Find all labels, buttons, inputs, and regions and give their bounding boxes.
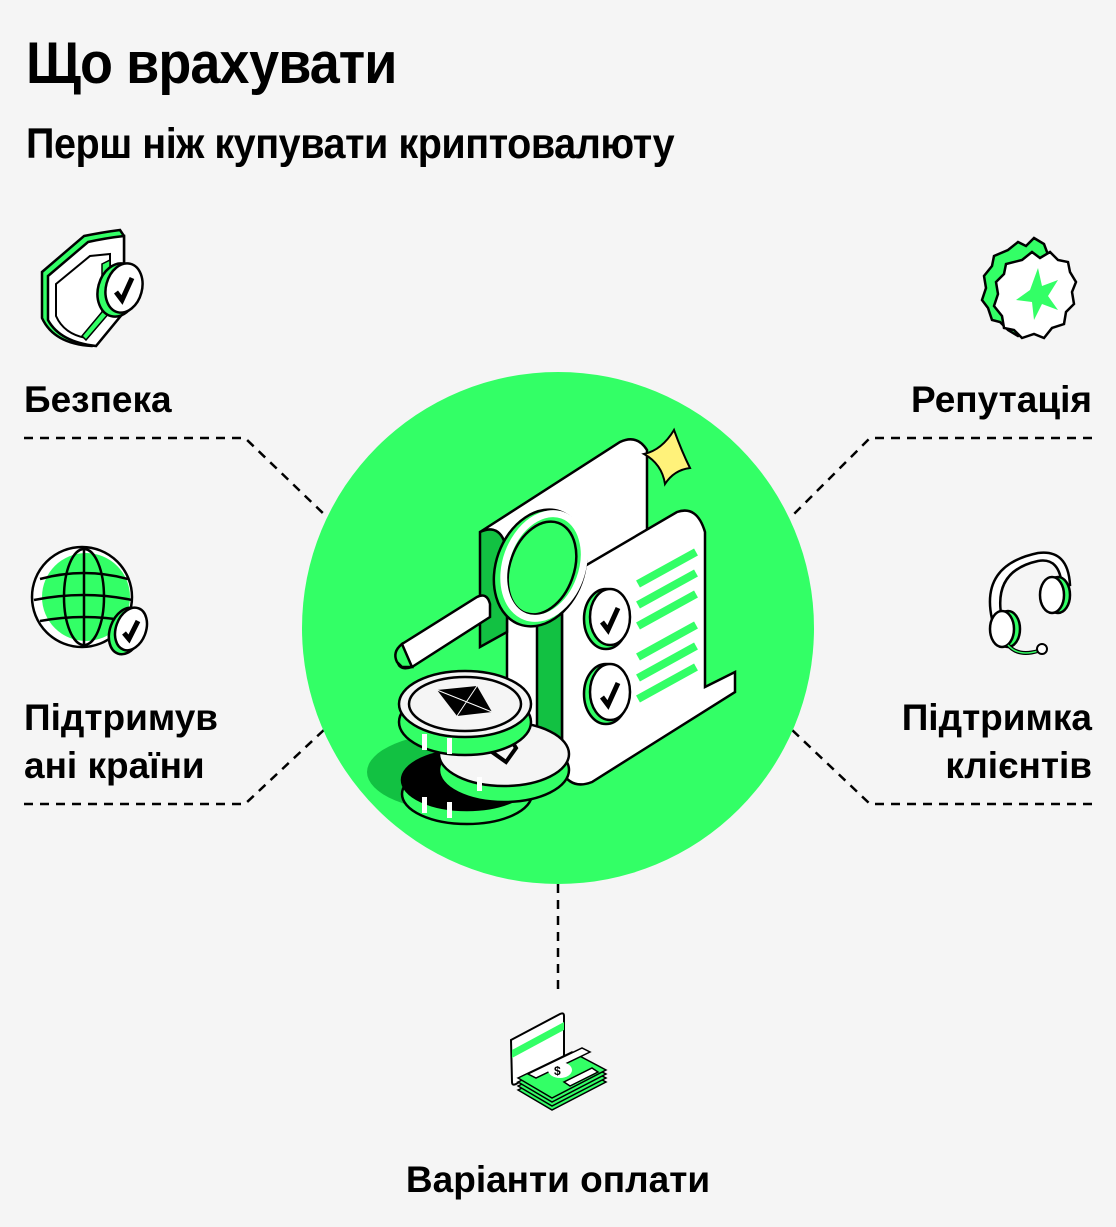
center-illustration (302, 372, 814, 884)
label-countries-line1: Підтримув (24, 697, 219, 738)
document-magnifier-coins-icon (302, 372, 814, 884)
globe-check-icon (30, 545, 149, 656)
page-title: Що врахувати (26, 31, 397, 96)
svg-text:$: $ (554, 1064, 561, 1078)
label-security: Безпека (24, 379, 172, 420)
page-subtitle: Перш ніж купувати криптовалюту (26, 120, 675, 168)
connector-security (24, 436, 329, 519)
label-reputation: Репутація (910, 379, 1092, 420)
label-support-line2: клієнтів (945, 745, 1092, 786)
support-icon-wrap (978, 545, 1078, 665)
headset-icon (988, 551, 1072, 655)
reputation-icon-wrap (978, 230, 1078, 345)
label-countries: Підтримув ані країни (24, 694, 218, 790)
security-icon-wrap (34, 228, 144, 348)
label-support-line1: Підтримка (901, 697, 1092, 738)
connector-reputation (789, 436, 1092, 519)
payment-icon-wrap: $ (508, 1010, 612, 1114)
connector-countries (24, 727, 327, 806)
shield-check-icon (40, 228, 144, 348)
card-cash-icon: $ (509, 1012, 608, 1111)
connector-support (789, 727, 1092, 806)
countries-icon-wrap (30, 545, 150, 665)
label-support: Підтримка клієнтів (902, 694, 1092, 790)
badge-star-icon (980, 236, 1078, 340)
label-countries-line2: ані країни (24, 745, 205, 786)
label-payment: Варіанти оплати (405, 1159, 711, 1200)
